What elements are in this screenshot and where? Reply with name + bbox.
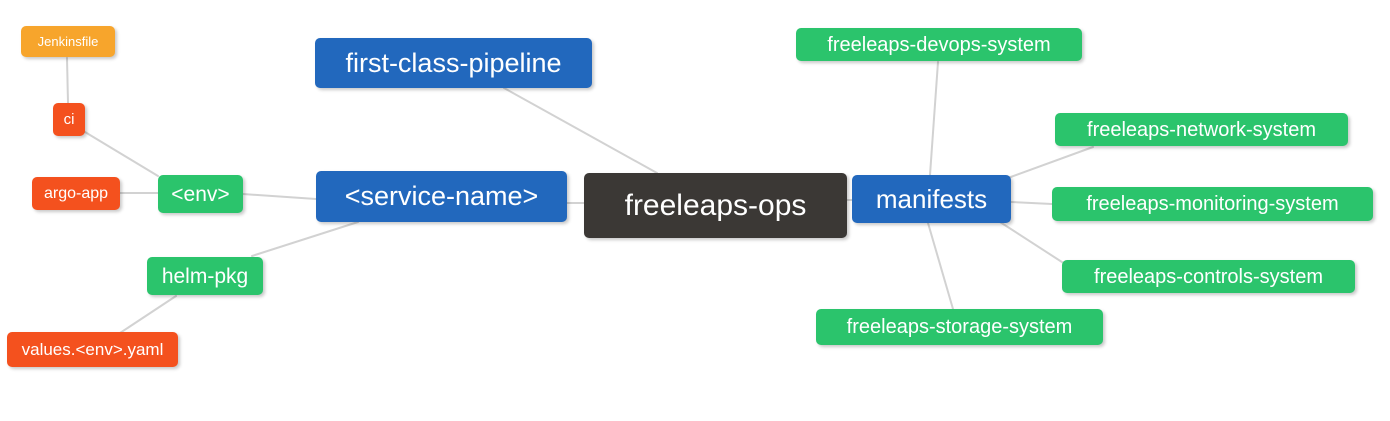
edge-manifests--freeleaps-monitoring-system xyxy=(1010,201,1053,205)
mindmap-node-service-name[interactable]: <service-name> xyxy=(316,171,567,222)
edge-manifests--freeleaps-controls-system xyxy=(999,221,1066,265)
edge-manifests--freeleaps-storage-system xyxy=(927,222,954,310)
edge-env--service-name xyxy=(242,193,317,200)
mindmap-node-manifests[interactable]: manifests xyxy=(852,175,1011,223)
edge-jenkinsfile--ci xyxy=(66,57,69,104)
mindmap-node-env[interactable]: <env> xyxy=(158,175,243,213)
edge-ci--env xyxy=(84,131,159,177)
mindmap-node-values-env-yaml[interactable]: values.<env>.yaml xyxy=(7,332,178,367)
edge-manifests--freeleaps-devops-system xyxy=(929,61,939,176)
mindmap-node-freeleaps-storage-system[interactable]: freeleaps-storage-system xyxy=(816,309,1103,345)
mindmap-node-jenkinsfile[interactable]: Jenkinsfile xyxy=(21,26,115,57)
mindmap-node-argo-app[interactable]: argo-app xyxy=(32,177,120,210)
mindmap-node-freeleaps-controls-system[interactable]: freeleaps-controls-system xyxy=(1062,260,1355,293)
edge-first-class-pipeline--freeleaps-ops xyxy=(503,87,658,174)
mindmap-node-freeleaps-devops-system[interactable]: freeleaps-devops-system xyxy=(796,28,1082,61)
edge-manifests--freeleaps-network-system xyxy=(1007,146,1094,179)
mindmap-node-freeleaps-monitoring-system[interactable]: freeleaps-monitoring-system xyxy=(1052,187,1373,221)
edge-values-env-yaml--helm-pkg xyxy=(119,295,177,334)
edge-helm-pkg--service-name xyxy=(251,221,359,257)
mindmap-node-first-class-pipeline[interactable]: first-class-pipeline xyxy=(315,38,592,88)
mindmap-node-ci[interactable]: ci xyxy=(53,103,85,136)
mindmap-node-freeleaps-ops[interactable]: freeleaps-ops xyxy=(584,173,847,238)
mindmap-node-helm-pkg[interactable]: helm-pkg xyxy=(147,257,263,295)
mindmap-node-freeleaps-network-system[interactable]: freeleaps-network-system xyxy=(1055,113,1348,146)
